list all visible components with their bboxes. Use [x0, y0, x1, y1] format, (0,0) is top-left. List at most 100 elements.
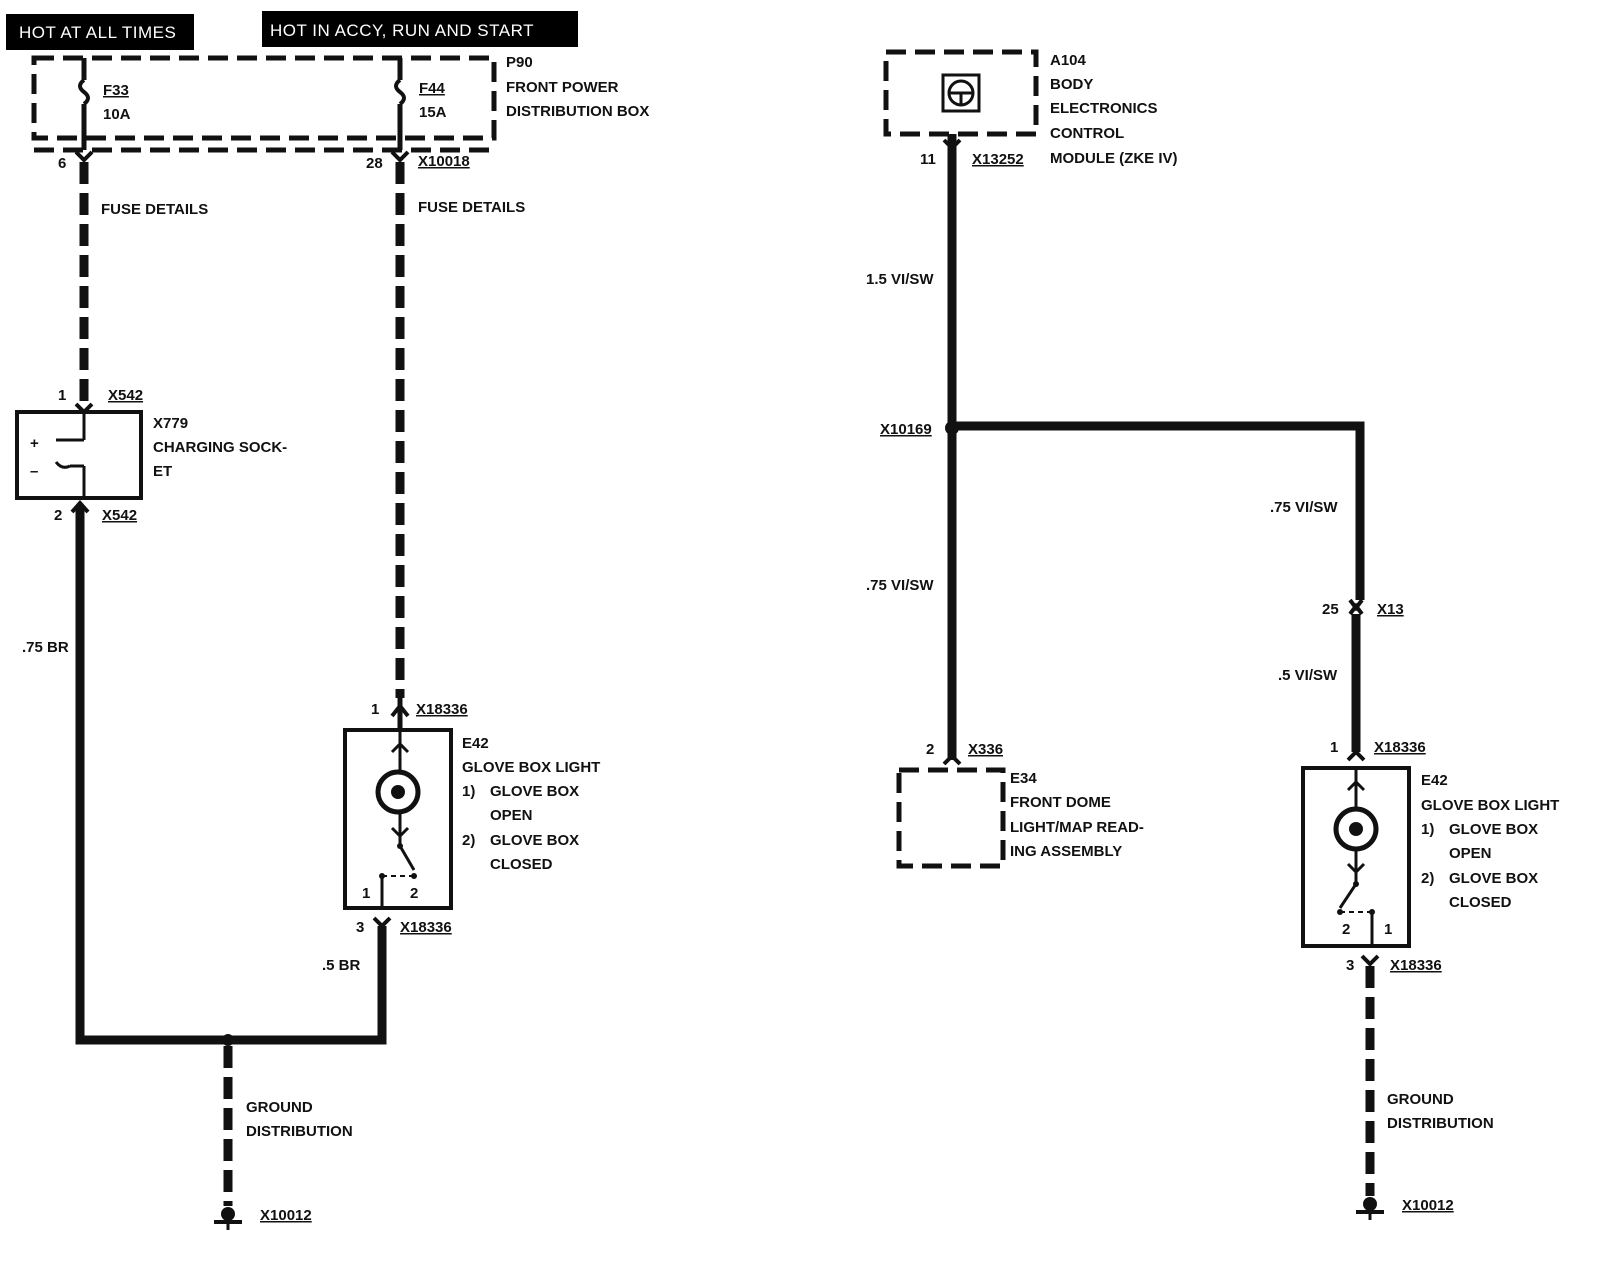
- glove-right-pin-bottom: 3: [1346, 957, 1354, 974]
- zke-module-icon: [941, 73, 981, 113]
- ground-right-label-2: DISTRIBUTION: [1387, 1115, 1494, 1132]
- socket-minus: –: [30, 463, 38, 480]
- fuse-box-name-1: FRONT POWER: [506, 79, 619, 96]
- pin-arrow-6-icon: [74, 150, 94, 163]
- zke-pin: 11: [920, 151, 936, 168]
- socket-name-1: CHARGING SOCK-: [153, 439, 287, 456]
- fuse-box-outline: [31, 55, 497, 141]
- glove-right-name: GLOVE BOX LIGHT: [1421, 797, 1559, 814]
- header-hot-at-all-times: HOT AT ALL TIMES: [19, 23, 176, 42]
- glove-left-pin-bottom: 3: [356, 919, 364, 936]
- fuse-details-right: FUSE DETAILS: [418, 199, 525, 216]
- ground-left-connector: X10012: [260, 1207, 312, 1224]
- socket-contacts-icon: [54, 412, 86, 498]
- splice-ref: X10169: [880, 421, 932, 438]
- glove-left-note1-line2: OPEN: [490, 807, 533, 824]
- x13-ref: X13: [1377, 601, 1404, 618]
- glove-right-pin-top: 1: [1330, 739, 1338, 756]
- glove-left-pin-bottom-arrow-icon: [372, 916, 392, 929]
- wire-splice-to-x13: [952, 421, 1365, 600]
- glove-left-note2-line2: CLOSED: [490, 856, 553, 873]
- fuse-box-pin-right: 28: [366, 155, 383, 172]
- glove-right-lamp-icon: [1333, 768, 1379, 882]
- socket-connector-bottom: X542: [102, 507, 137, 524]
- glove-right-switch-pos1: 1: [1384, 921, 1392, 938]
- glove-left-name: GLOVE BOX LIGHT: [462, 759, 600, 776]
- glove-left-note2-num: 2): [462, 832, 475, 849]
- dome-ref: E34: [1010, 770, 1037, 787]
- glove-left-switch-pos2: 2: [410, 885, 418, 902]
- glove-right-note1-num: 1): [1421, 821, 1434, 838]
- ground-left-node: [222, 1034, 234, 1046]
- fuse-f44-name: F44: [419, 80, 446, 97]
- glove-right-pin-bottom-arrow-icon: [1360, 954, 1380, 967]
- glove-left-note2-line1: GLOVE BOX: [490, 832, 579, 849]
- socket-wire-label: .75 BR: [22, 639, 69, 656]
- ground-right-label-1: GROUND: [1387, 1091, 1454, 1108]
- zke-module-outline: [883, 49, 1039, 137]
- ground-left-label-2: DISTRIBUTION: [246, 1123, 353, 1140]
- glove-right-connector-bottom: X18336: [1390, 957, 1442, 974]
- glove-left-pin-top: 1: [371, 701, 379, 718]
- socket-name-2: ET: [153, 463, 172, 480]
- socket-connector-top: X542: [108, 387, 143, 404]
- zke-name-1: BODY: [1050, 76, 1093, 93]
- x13-wire-below: .5 VI/SW: [1278, 667, 1338, 684]
- glove-left-wire-label: .5 BR: [322, 957, 361, 974]
- socket-plus: +: [30, 435, 39, 452]
- fuse-box-pin-left: 6: [58, 155, 66, 172]
- glove-right-note1-line2: OPEN: [1449, 845, 1492, 862]
- x13-arrow-icon: [1348, 598, 1364, 616]
- dome-name-1: FRONT DOME: [1010, 794, 1111, 811]
- glove-right-pin-top-arrow-icon: [1346, 749, 1366, 762]
- fuse-f33-icon: [78, 58, 90, 150]
- fuse-box-ref: P90: [506, 54, 533, 71]
- zke-wire-label: 1.5 VI/SW: [866, 271, 934, 288]
- fuse-details-left: FUSE DETAILS: [101, 201, 208, 218]
- glove-right-connector-top: X18336: [1374, 739, 1426, 756]
- dome-box-outline: [896, 767, 1006, 869]
- glove-left-connector-bottom: X18336: [400, 919, 452, 936]
- glove-right-note2-line2: CLOSED: [1449, 894, 1512, 911]
- zke-name-3: CONTROL: [1050, 125, 1124, 142]
- glove-right-note1-line1: GLOVE BOX: [1449, 821, 1538, 838]
- glove-right-note2-num: 2): [1421, 870, 1434, 887]
- fuse-f33-rating: 10A: [103, 106, 131, 123]
- glove-left-switch-icon: [379, 843, 417, 908]
- glove-right-ref: E42: [1421, 772, 1448, 789]
- dome-connector: X336: [968, 741, 1003, 758]
- fuse-box-connector: X10018: [418, 153, 470, 170]
- dome-pin-arrow-icon: [942, 753, 962, 766]
- glove-left-note1-line1: GLOVE BOX: [490, 783, 579, 800]
- x13-pin: 25: [1322, 601, 1339, 618]
- dome-pin: 2: [926, 741, 934, 758]
- glove-left-switch-pos1: 1: [362, 885, 370, 902]
- splice-wire-right: .75 VI/SW: [1270, 499, 1338, 516]
- socket-pin-bottom: 2: [54, 507, 62, 524]
- socket-pin-bottom-arrow-icon: [70, 499, 90, 514]
- fuse-f44-rating: 15A: [419, 104, 447, 121]
- glove-left-connector-top: X18336: [416, 701, 468, 718]
- fuse-f33-name: F33: [103, 82, 129, 99]
- glove-right-switch-pos2: 2: [1342, 921, 1350, 938]
- ground-right-icon: [1356, 1197, 1384, 1220]
- glove-left-ref: E42: [462, 735, 489, 752]
- socket-pin-top: 1: [58, 387, 66, 404]
- glove-right-note2-line1: GLOVE BOX: [1449, 870, 1538, 887]
- dome-name-2: LIGHT/MAP READ-: [1010, 819, 1144, 836]
- header-hot-in-accy-bg: [262, 11, 578, 47]
- zke-name-2: ELECTRONICS: [1050, 100, 1158, 117]
- ground-left-label-1: GROUND: [246, 1099, 313, 1116]
- dome-name-3: ING ASSEMBLY: [1010, 843, 1122, 860]
- ground-right-connector: X10012: [1402, 1197, 1454, 1214]
- pin-arrow-28-icon: [390, 150, 410, 163]
- glove-left-box: [343, 728, 453, 910]
- ground-left-icon: [214, 1207, 242, 1230]
- socket-ref: X779: [153, 415, 188, 432]
- fuse-box-name-2: DISTRIBUTION BOX: [506, 103, 649, 120]
- glove-right-switch-icon: [1337, 881, 1375, 946]
- zke-name-4: MODULE (ZKE IV): [1050, 150, 1178, 167]
- header-hot-in-accy: HOT IN ACCY, RUN AND START: [270, 21, 534, 40]
- glove-left-note1-num: 1): [462, 783, 475, 800]
